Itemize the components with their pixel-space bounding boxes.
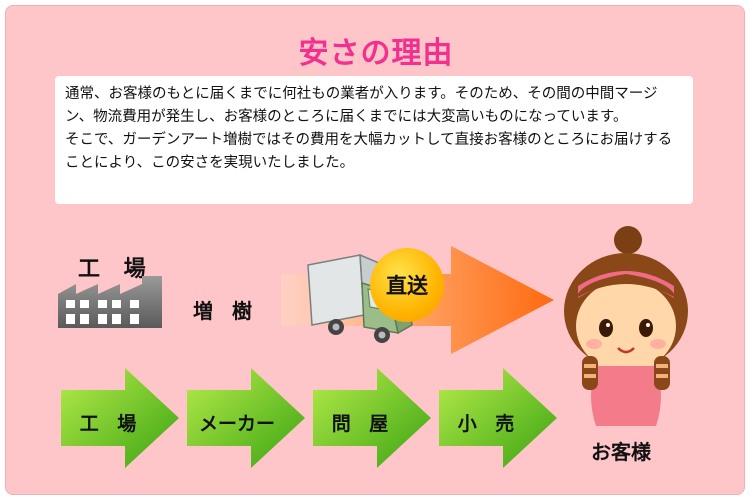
page-title: 安さの理由 — [298, 36, 454, 71]
factory-icon — [58, 276, 162, 328]
description-paragraph-1: 通常、お客様のもとに届くまでに何社もの業者が入ります。そのため、その間の中間マー… — [65, 86, 658, 125]
company-label: 増 樹 — [193, 299, 258, 323]
chain-arrow-factory — [61, 368, 179, 468]
reason-panel: 安さの理由 通常、お客様のもとに届くまでに何社もの業者が入ります。そのため、その… — [5, 5, 745, 495]
customer-label: お客様 — [591, 440, 651, 464]
chain-arrow-retailer — [439, 368, 557, 468]
direct-delivery-badge: 直送 — [370, 248, 444, 322]
chain-label-maker: メーカー — [198, 413, 275, 435]
chain-arrow-maker — [187, 368, 305, 468]
chain-arrow-wholesaler — [313, 368, 431, 468]
description-box: 通常、お客様のもとに届くまでに何社もの業者が入ります。そのため、その間の中間マー… — [55, 76, 693, 204]
chain-label-retailer: 小 売 — [457, 413, 521, 435]
factory-label: 工 場 — [78, 257, 154, 282]
description-paragraph-2: そこで、ガーデンアート増樹ではその費用を大幅カットして直接お客様のところにお届け… — [65, 132, 673, 171]
customer-girl-icon — [564, 226, 688, 426]
chain-label-wholesaler: 問 屋 — [331, 413, 395, 435]
chain-label-factory: 工 場 — [79, 413, 143, 435]
